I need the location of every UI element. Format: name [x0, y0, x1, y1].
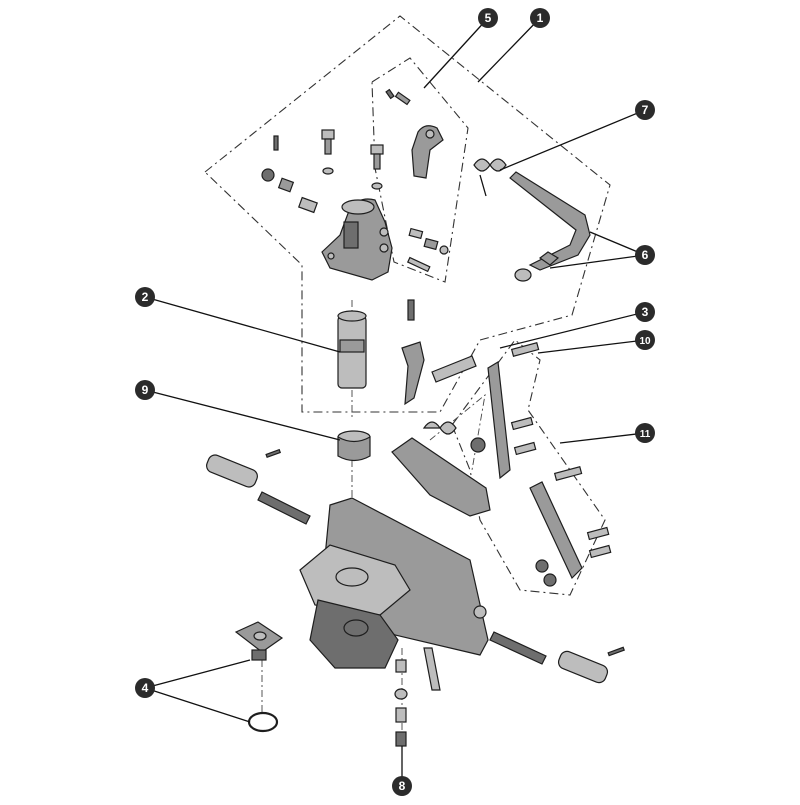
- svg-text:9: 9: [142, 383, 149, 397]
- hand-lever: [391, 421, 491, 517]
- bottom-fasteners: [394, 647, 441, 747]
- link-plate-lower: [529, 466, 612, 587]
- top-lock-housing: [321, 198, 393, 281]
- callout-9: 9: [135, 380, 155, 400]
- callout-8: 8: [392, 776, 412, 796]
- svg-text:7: 7: [642, 103, 649, 117]
- leader-9: [144, 389, 341, 441]
- right-small-parts: [406, 227, 449, 273]
- svg-text:1: 1: [537, 11, 544, 25]
- svg-text:11: 11: [640, 429, 651, 440]
- trip-pawl: [401, 299, 477, 406]
- link-plate-upper: [470, 342, 540, 480]
- left-pin-and-spring: [206, 448, 311, 525]
- assembly-11-boundary: [451, 339, 606, 596]
- callout-4: 4: [135, 678, 155, 698]
- callout-2: 2: [135, 287, 155, 307]
- assembly-1-boundary: [204, 15, 611, 413]
- callout-5: 5: [478, 8, 498, 28]
- leader-7: [499, 109, 646, 171]
- svg-text:6: 6: [642, 248, 649, 262]
- callout-11: 11: [635, 423, 655, 443]
- coupling-main-body: [299, 497, 489, 669]
- svg-text:3: 3: [642, 305, 649, 319]
- leader-5: [423, 17, 489, 89]
- svg-text:10: 10: [639, 336, 651, 347]
- leader-3: [499, 311, 646, 349]
- leader-10: [537, 339, 646, 354]
- top-bolts: [321, 129, 384, 190]
- svg-text:5: 5: [485, 11, 492, 25]
- callout-10: 10: [635, 330, 655, 350]
- callout-6: 6: [635, 245, 655, 265]
- coupling-pin: [337, 310, 367, 389]
- latch-pawl-assembly: [385, 88, 444, 179]
- svg-text:4: 4: [142, 681, 149, 695]
- bushing: [337, 430, 371, 462]
- leader-4a: [144, 659, 251, 689]
- leader-4b: [144, 687, 251, 723]
- release-lever: [509, 171, 591, 282]
- callout-1: 1: [530, 8, 550, 28]
- leader-lines: [144, 17, 646, 778]
- callout-7: 7: [635, 100, 655, 120]
- leader-1: [477, 17, 541, 83]
- right-pin-and-spring: [489, 631, 625, 684]
- callout-3: 3: [635, 302, 655, 322]
- retaining-ring: [247, 711, 279, 733]
- leader-2: [144, 296, 341, 353]
- left-small-parts: [261, 135, 318, 214]
- svg-text:2: 2: [142, 290, 149, 304]
- seat-plate: [234, 621, 284, 661]
- leader-11: [559, 432, 646, 444]
- torsion-spring: [473, 158, 507, 197]
- svg-text:8: 8: [399, 779, 406, 793]
- leader-6b: [549, 254, 646, 269]
